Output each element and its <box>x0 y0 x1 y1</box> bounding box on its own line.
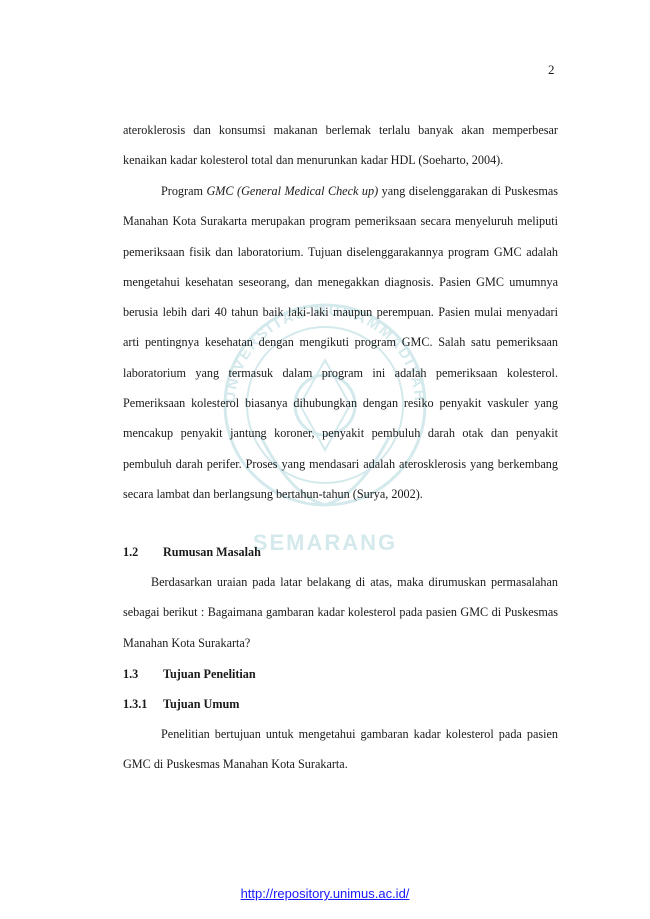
heading-title: Tujuan Umum <box>163 697 240 711</box>
repository-link[interactable]: http://repository.unimus.ac.id/ <box>240 886 410 901</box>
heading-title: Rumusan Masalah <box>163 545 261 559</box>
university-seal-watermark: UNIVERSITAS MUHAMMADIYAH SEMARANG <box>222 302 427 555</box>
heading-tujuan-umum: 1.3.1 Tujuan Umum <box>123 697 239 712</box>
heading-title: Tujuan Penelitian <box>163 667 256 681</box>
paragraph-rumusan: Berdasarkan uraian pada latar belakang d… <box>123 575 558 650</box>
paragraph-gmc-lead: Program <box>161 184 207 198</box>
heading-tujuan-penelitian: 1.3 Tujuan Penelitian <box>123 667 256 682</box>
heading-number: 1.3 <box>123 667 139 681</box>
heading-number: 1.3.1 <box>123 697 148 711</box>
paragraph-tujuan-umum: Penelitian bertujuan untuk mengetahui ga… <box>123 727 558 772</box>
heading-number: 1.2 <box>123 545 139 559</box>
heading-rumusan-masalah: 1.2 Rumusan Masalah <box>123 545 261 560</box>
paragraph-gmc-body: yang diselenggarakan di Puskesmas Manaha… <box>123 184 558 501</box>
watermark-bottom-text: SEMARANG <box>253 530 397 555</box>
page-number: 2 <box>548 62 555 77</box>
paragraph-atherosclerosis: ateroklerosis dan konsumsi makanan berle… <box>123 123 558 168</box>
gmc-italic-term: GMC (General Medical Check up) <box>206 184 379 198</box>
paragraph-gmc-program: Program GMC (General Medical Check up) y… <box>123 176 558 509</box>
